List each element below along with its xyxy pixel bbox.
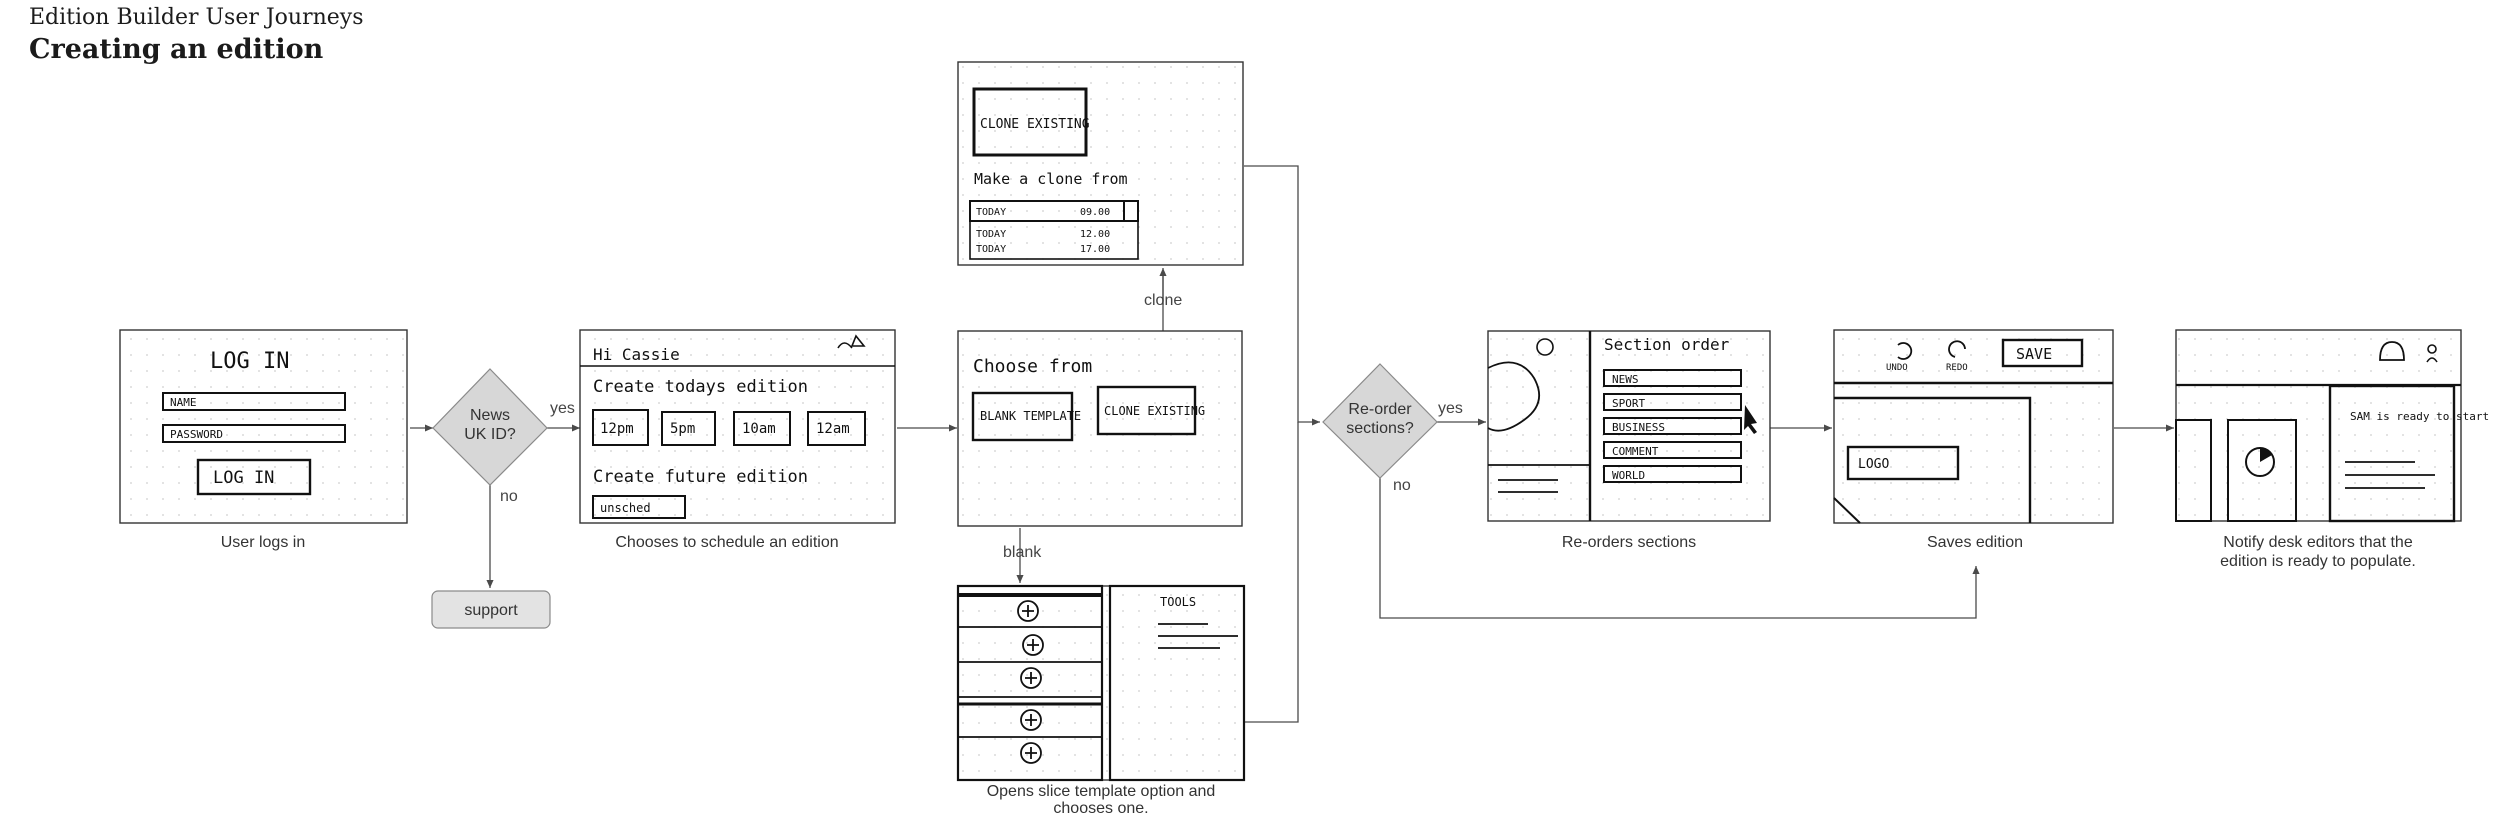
decision-label: sections? [1346,420,1414,437]
decision-diamond [432,368,548,486]
decision-label: UK ID? [464,426,516,443]
login-sketch-title: LOG IN [210,349,289,374]
cursor-icon [1744,405,1757,434]
clone-prompt: Make a clone from [974,170,1128,188]
tools-label: TOOLS [1160,595,1196,609]
redo-label: REDO [1946,363,1968,373]
diagram-supertitle: Edition Builder User Journeys [29,5,364,30]
caption-notify-2: edition is ready to populate. [2220,553,2416,570]
bell-icon [2379,341,2405,361]
bell-icon [837,334,866,349]
decision-news-uk-id: News UK ID? [432,368,548,486]
edge-label-yes: yes [550,400,575,417]
clone-button-sketch: CLONE EXISTING [980,117,1090,132]
time-options [592,409,866,446]
undo-label: UNDO [1886,363,1908,373]
frame-reorder: Section order NEWS SPORT BUSINESS COMMEN… [1487,330,1771,522]
clone-row-day: TODAY [976,207,1006,218]
clone-row-day: TODAY [976,244,1006,255]
decision-reorder-sections: Re-order sections? [1322,363,1438,479]
caption-schedule: Chooses to schedule an edition [615,534,838,551]
clone-row-time: 17.00 [1080,244,1110,255]
section-item: NEWS [1612,373,1639,386]
frame-clone-existing: CLONE EXISTING Make a clone from TODAY 0… [957,61,1244,266]
notify-message: SAM is ready to start [2350,410,2489,423]
edge-decision2-no [1379,478,1980,619]
login-name-field: NAME [170,396,197,409]
support-label: support [464,602,518,619]
edge-clone-to-decision [1244,165,1320,426]
support-box: support [431,590,551,629]
frame-notify: SAM is ready to start [2175,329,2489,523]
caption-reorder: Re-orders sections [1562,534,1696,551]
caption-blank-template-2: chooses one. [1053,800,1148,814]
choose-clone-existing: CLONE EXISTING [1104,404,1205,418]
clone-row-day: TODAY [976,229,1006,240]
frame-schedule: Hi Cassie Create todays edition 12pm 5pm… [579,329,896,524]
schedule-create-future: Create future edition [593,467,808,487]
redo-icon [1948,340,1966,358]
section-item: COMMENT [1612,445,1659,458]
schedule-create-today: Create todays edition [593,377,808,397]
section-item: WORLD [1612,469,1645,482]
time-option: 5pm [670,421,695,437]
edge-blank-to-decision [1244,422,1299,723]
clone-row-time: 09.00 [1080,207,1110,218]
diagram-title: Creating an edition [29,34,324,65]
decision-label: News [470,407,510,424]
schedule-unscheduled: unsched [600,501,651,515]
frame-choose: Choose from BLANK TEMPLATE CLONE EXISTIN… [957,330,1243,527]
edge-label-blank: blank [1003,544,1042,561]
caption-notify-1: Notify desk editors that the [2223,534,2413,551]
reorder-heading: Section order [1604,335,1730,354]
logo-label: LOGO [1858,457,1889,472]
time-option: 12am [816,421,850,437]
section-item: BUSINESS [1612,421,1665,434]
frame-blank-template: TOOLS [956,584,1246,782]
clone-row-time: 12.00 [1080,229,1110,240]
section-item: SPORT [1612,397,1645,410]
time-option: 10am [742,421,776,437]
schedule-greeting: Hi Cassie [593,345,680,364]
login-password-field: PASSWORD [170,428,223,441]
time-option: 12pm [600,421,634,437]
undo-icon [1897,342,1913,360]
caption-save: Saves edition [1927,534,2023,551]
save-label: SAVE [2016,345,2052,363]
edge-label-no-2: no [1393,477,1411,494]
edge-label-clone: clone [1144,292,1182,309]
frame-save: UNDO REDO SAVE LOGO [1833,329,2114,524]
login-button-sketch: LOG IN [213,468,274,488]
frame-login: LOG IN NAME PASSWORD LOG IN [119,329,408,524]
caption-login: User logs in [221,534,305,551]
edge-label-no: no [500,488,518,505]
decision-label: Re-order [1348,401,1412,418]
edge-label-yes-2: yes [1438,400,1463,417]
user-icon [2427,344,2437,354]
choose-blank-template: BLANK TEMPLATE [980,409,1081,423]
connectors [410,165,2174,723]
caption-blank-template-1: Opens slice template option and [987,783,1216,800]
decision-diamond [1322,363,1438,479]
choose-title: Choose from [973,356,1092,377]
